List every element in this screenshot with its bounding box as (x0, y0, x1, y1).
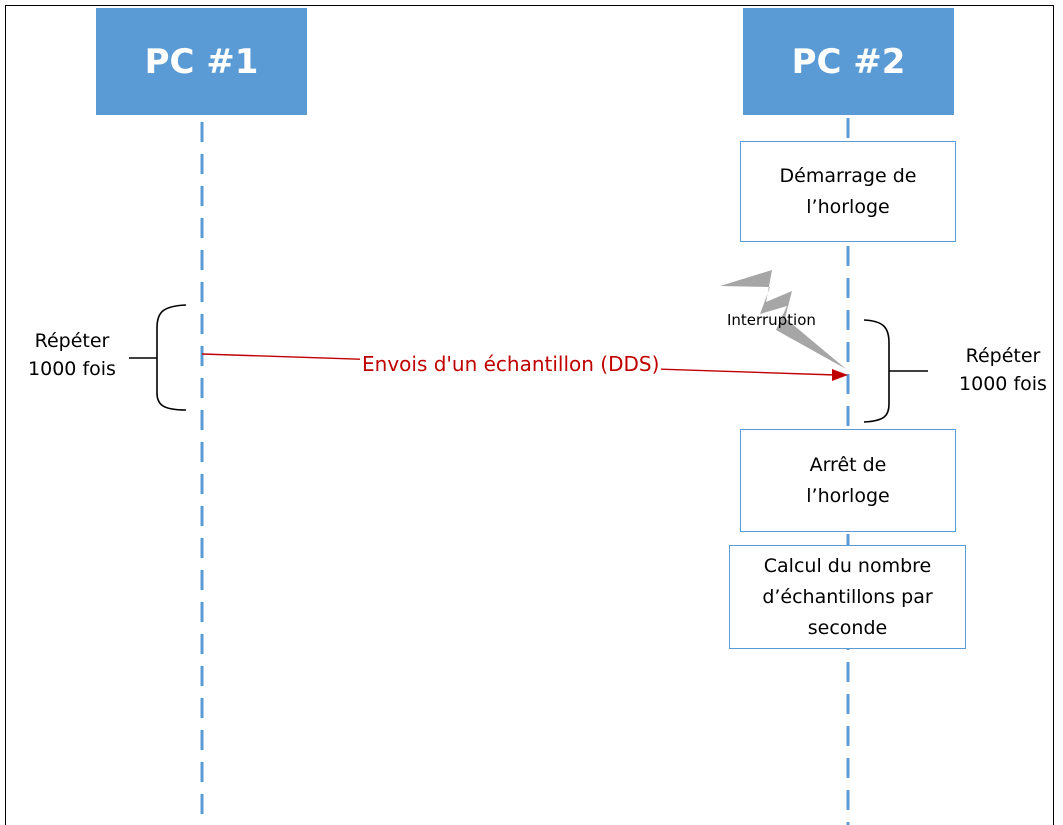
loop-label-left: Répéter 1000 fois (28, 330, 116, 380)
step-stop-clock-label: Arrêt de l’horloge (806, 453, 890, 507)
lifeline-title-pc2: PC #2 (791, 41, 906, 82)
loop-brace-left (156, 304, 187, 411)
step-start-clock: Démarrage de l’horloge (740, 141, 956, 242)
step-start-clock-label: Démarrage de l’horloge (779, 164, 917, 218)
step-stop-clock: Arrêt de l’horloge (740, 429, 956, 532)
lightning-icon (720, 270, 846, 369)
step-compute-rate: Calcul du nombre d’échantillons par seco… (729, 545, 966, 649)
loop-brace-right (863, 319, 890, 423)
diagram-frame (5, 5, 1054, 825)
step-compute-rate-label: Calcul du nombre d’échantillons par seco… (762, 554, 933, 639)
lifeline-head-pc2: PC #2 (743, 8, 954, 115)
interruption-label: Interruption (727, 311, 816, 329)
loop-label-right: Répéter 1000 fois (959, 345, 1047, 395)
lifeline-title-pc1: PC #1 (144, 41, 259, 82)
message-arrow-head (832, 369, 848, 381)
message-label: Envois d'un échantillon (DDS) (360, 352, 662, 376)
lifeline-head-pc1: PC #1 (96, 8, 307, 115)
